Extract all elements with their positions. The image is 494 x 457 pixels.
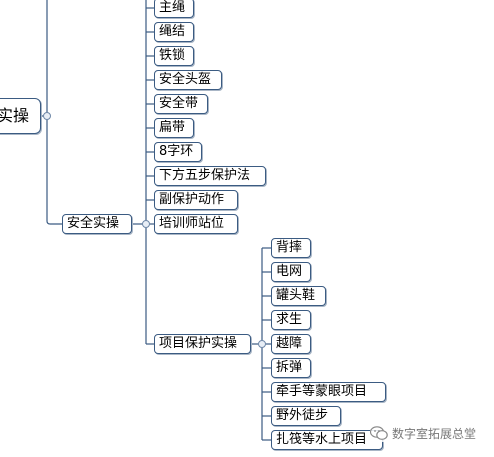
node-label: 绳结: [159, 24, 186, 39]
node-label: 下方五步保护法: [159, 168, 251, 183]
root-label: 实操: [0, 106, 30, 125]
branch-safety-practice[interactable]: 安全实操: [62, 214, 132, 234]
node-can-shoes[interactable]: 罐头鞋: [271, 286, 326, 306]
node-trainer-position[interactable]: 培训师站位: [154, 214, 238, 234]
node-safety-harness[interactable]: 安全带: [154, 94, 208, 114]
node-label: 安全头盔: [159, 72, 212, 87]
node-label: 电网: [276, 264, 303, 279]
wechat-icon: [370, 426, 388, 440]
node-raft-water-projects[interactable]: 扎筏等水上项目: [271, 430, 383, 450]
node-hiking[interactable]: 野外徒步: [271, 406, 341, 426]
node-label: 越障: [276, 336, 303, 351]
branch-project-practice[interactable]: 项目保护实操: [154, 334, 251, 354]
node-backup-belay[interactable]: 副保护动作: [154, 190, 238, 210]
root-node[interactable]: 实操: [0, 98, 41, 134]
node-label: 牵手等蒙眼项目: [276, 384, 368, 399]
node-spider-web[interactable]: 电网: [271, 262, 311, 282]
node-blindfold-projects[interactable]: 牵手等蒙眼项目: [271, 382, 386, 402]
node-label: 求生: [276, 312, 303, 327]
node-label: 拆弹: [276, 360, 303, 375]
collapse-toggle-project[interactable]: [258, 340, 266, 348]
node-survival-wall[interactable]: 求生: [271, 310, 311, 330]
collapse-toggle-root[interactable]: [43, 112, 51, 120]
watermark: 数字室拓展总堂: [370, 425, 477, 442]
node-webbing[interactable]: 扁带: [154, 118, 194, 138]
node-label: 培训师站位: [159, 216, 225, 231]
node-figure-eight[interactable]: 8字环: [154, 142, 202, 162]
node-rope-knot[interactable]: 绳结: [154, 22, 194, 42]
collapse-toggle-safety[interactable]: [142, 220, 150, 228]
node-label: 8字环: [159, 144, 194, 159]
branch-project-label: 项目保护实操: [159, 336, 238, 351]
node-main-rope[interactable]: 主绳: [154, 0, 194, 18]
node-label: 背摔: [276, 240, 303, 255]
node-five-step-belay[interactable]: 下方五步保护法: [154, 166, 266, 186]
node-label: 扁带: [159, 120, 186, 135]
node-label: 主绳: [159, 0, 186, 15]
node-trust-fall[interactable]: 背摔: [271, 238, 311, 258]
node-obstacle[interactable]: 越障: [271, 334, 311, 354]
node-label: 扎筏等水上项目: [276, 432, 368, 447]
watermark-text: 数字室拓展总堂: [392, 427, 477, 441]
node-label: 安全带: [159, 96, 199, 111]
node-label: 铁锁: [159, 48, 186, 63]
node-label: 野外徒步: [276, 408, 329, 423]
node-label: 罐头鞋: [276, 288, 316, 303]
node-carabiner[interactable]: 铁锁: [154, 46, 194, 66]
branch-safety-label: 安全实操: [67, 216, 120, 231]
node-label: 副保护动作: [159, 192, 225, 207]
node-bomb-defuse[interactable]: 拆弹: [271, 358, 311, 378]
node-safety-helmet[interactable]: 安全头盔: [154, 70, 222, 90]
